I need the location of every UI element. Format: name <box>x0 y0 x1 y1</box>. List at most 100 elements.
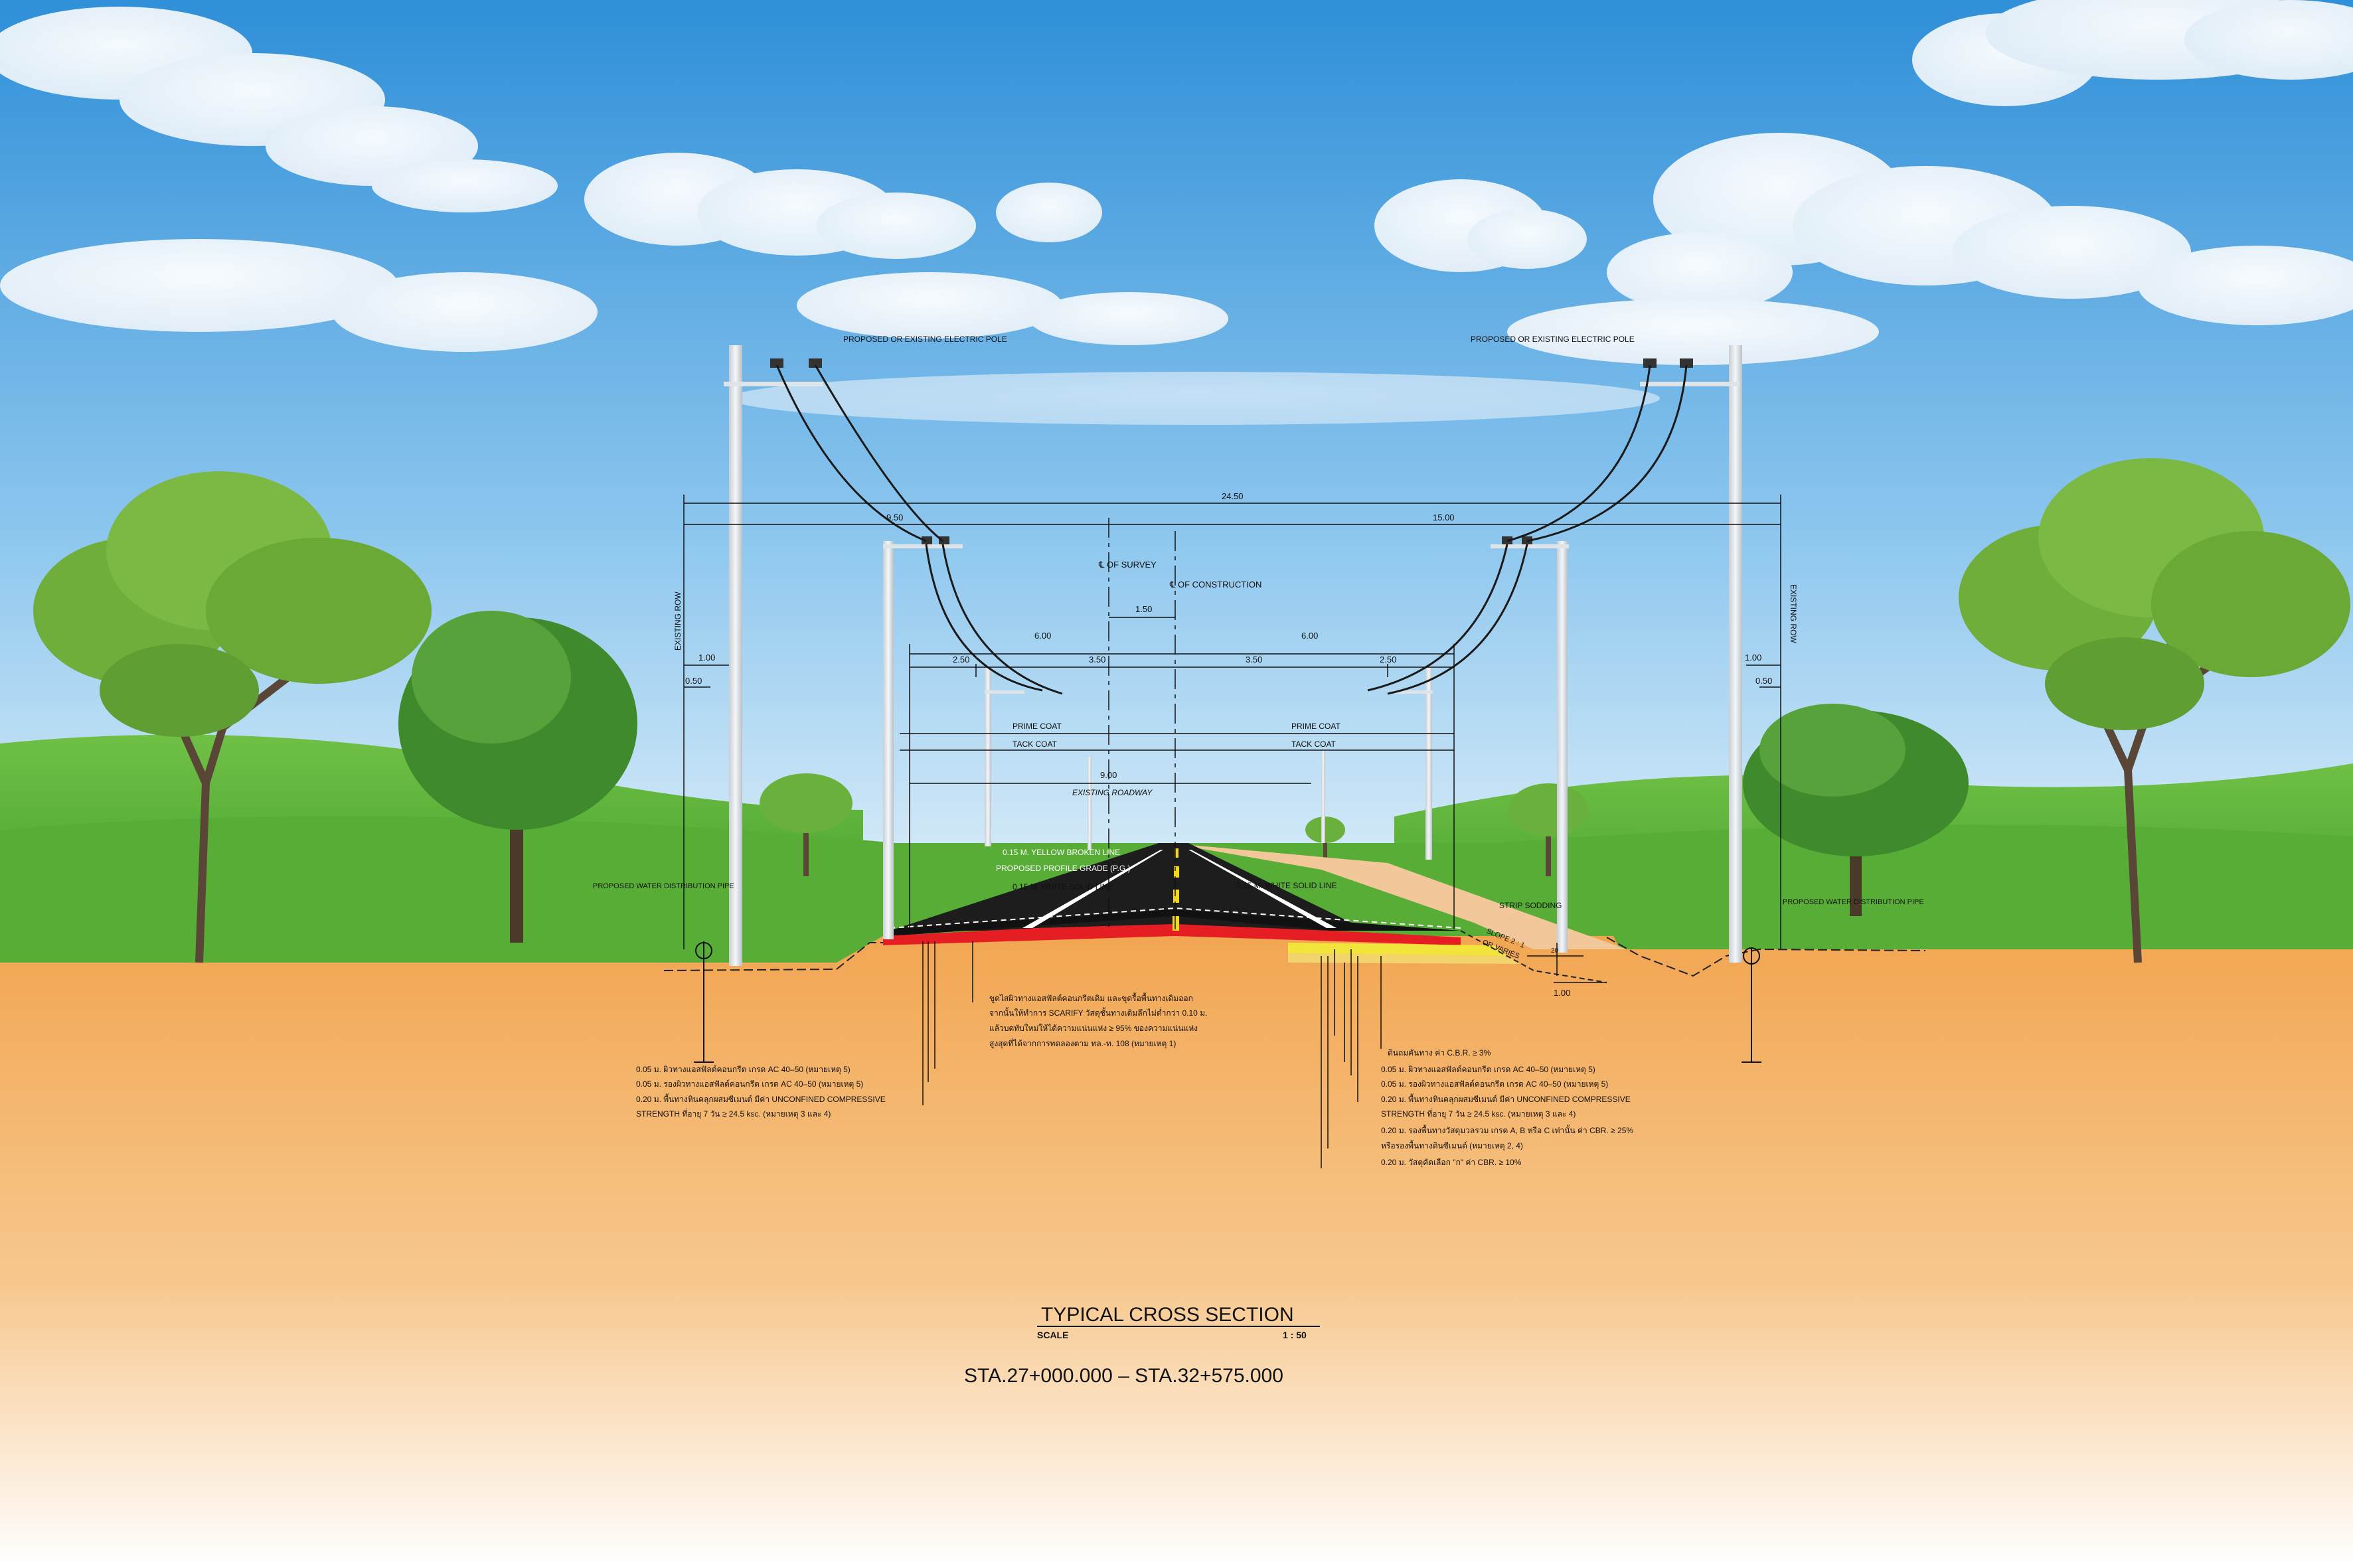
dim-lane-right: 3.50 <box>1246 655 1262 665</box>
cloud <box>584 153 976 259</box>
white-line-right <box>1188 850 1337 928</box>
dim-total-row: 24.50 <box>1222 491 1244 501</box>
asphalt-perspective <box>890 843 1368 931</box>
pole-left-main <box>729 345 742 966</box>
dim-row-left-a: 1.00 <box>698 653 715 663</box>
tree-right-round <box>1743 704 1969 916</box>
yellow-broken-line <box>1173 848 1179 931</box>
notes-right: ดินถมคันทาง ค่า C.B.R. ≥ 3% 0.05 ม. ผิวท… <box>1381 1048 1633 1168</box>
tree-right-small <box>1508 783 1588 876</box>
dimension-lines <box>683 495 1781 983</box>
tree-left-large <box>33 471 432 963</box>
profile-grade-line <box>889 907 1461 929</box>
white-line-left <box>1022 850 1163 928</box>
note-left-3: 0.20 ม. พื้นทางหินคลุกผสมซีเมนต์ มีค่า U… <box>636 1093 886 1105</box>
cloud <box>1607 133 2191 312</box>
prime-coat-left: PRIME COAT <box>1013 722 1062 731</box>
pole-left-distant <box>1088 757 1092 850</box>
note-right-2: 0.05 ม. ผิวทางแอสฟัลต์คอนกรีต เกรด AC 40… <box>1381 1065 1595 1075</box>
clouds <box>0 0 2353 425</box>
dim-lane-left: 3.50 <box>1089 655 1105 665</box>
dim-existing-width: 9.00 <box>1100 770 1117 780</box>
cloud <box>1912 0 2353 106</box>
construction-label: ℄ OF CONSTRUCTION <box>1169 580 1261 589</box>
embankment-right <box>1169 843 1627 949</box>
pole-right-secondary <box>1557 541 1568 953</box>
notes-center: ขูดไสผิวทางแอสฟัลต์คอนกรีตเดิม และขุดรื้… <box>989 992 1207 1049</box>
dim-shoulder-left: 2.50 <box>953 655 969 665</box>
cloud <box>730 372 1660 425</box>
annotations: PROPOSED OR EXISTING ELECTRIC POLE PROPO… <box>593 335 1924 998</box>
trees <box>33 458 2350 963</box>
note-left-2: 0.05 ม. รองผิวทางแอสฟัลต์คอนกรีต เกรด AC… <box>636 1079 863 1089</box>
water-pipes <box>694 941 1761 1063</box>
survey-label: ℄ OF SURVEY <box>1098 560 1157 570</box>
tack-coat-right: TACK COAT <box>1291 740 1337 749</box>
dim-right-half: 15.00 <box>1433 512 1455 522</box>
note-right-4: 0.20 ม. พื้นทางหินคลุกผสมซีเมนต์ มีค่า U… <box>1381 1093 1631 1105</box>
yellow-base-layer <box>1288 943 1507 956</box>
note-right-7: หรือรองพื้นทางดินซีเมนต์ (หมายเหตุ 2, 4) <box>1381 1140 1523 1151</box>
cloud <box>996 183 1102 242</box>
note-center-3: แล้วบดทับใหม่ให้ได้ความแน่นแห่ง ≥ 95% ขอ… <box>989 1024 1198 1033</box>
scale-label: SCALE <box>1037 1330 1068 1340</box>
power-wires <box>775 364 1688 695</box>
dim-left-half: 9.50 <box>886 512 903 522</box>
note-center-1: ขูดไสผิวทางแอสฟัลต์คอนกรีตเดิม และขุดรื้… <box>989 992 1193 1004</box>
dim-offset: 1.50 <box>1135 604 1152 614</box>
scale-value: 1 : 50 <box>1283 1330 1307 1340</box>
water-pipe-left-label: PROPOSED WATER DISTRIBUTION PIPE <box>593 882 734 890</box>
dim-shoulder-right: 2.50 <box>1380 655 1396 665</box>
existing-row-right: EXISTING ROW <box>1789 584 1798 643</box>
title-block: TYPICAL CROSS SECTION SCALE 1 : 50 STA.2… <box>964 1304 1320 1387</box>
existing-row-left: EXISTING ROW <box>673 591 683 651</box>
white-solid-right-label: 0.15 M. WHITE SOLID LINE <box>1236 881 1337 890</box>
ground <box>0 936 2353 1568</box>
dim-small-20: 20 <box>1551 947 1559 955</box>
tree-left-round <box>398 611 637 943</box>
prime-coat-right: PRIME COAT <box>1291 722 1340 731</box>
slope-line <box>1460 930 1607 983</box>
note-center-2: จากนั้นให้ทำการ SCARIFY วัสดุชั้นทางเดิม… <box>989 1007 1207 1018</box>
leader-lines <box>922 941 1382 1168</box>
tree-left-small <box>760 773 852 876</box>
pole-left-secondary <box>883 541 894 939</box>
notes-left: 0.05 ม. ผิวทางแอสฟัลต์คอนกรีต เกรด AC 40… <box>636 1065 886 1119</box>
subbase-layer <box>1288 953 1520 964</box>
note-right-5: STRENGTH ที่อายุ 7 วัน ≥ 24.5 ksc. (หมาย… <box>1381 1108 1576 1119</box>
existing-roadway-label: EXISTING ROADWAY <box>1072 788 1153 797</box>
note-right-3: 0.05 ม. รองผิวทางแอสฟัลต์คอนกรีต เกรด AC… <box>1381 1079 1608 1089</box>
note-right-8: 0.20 ม. วัสดุคัดเลือก "ก" ค่า CBR. ≥ 10% <box>1381 1158 1522 1168</box>
note-right-1: ดินถมคันทาง ค่า C.B.R. ≥ 3% <box>1388 1048 1491 1058</box>
dim-pave-left: 6.00 <box>1034 631 1051 641</box>
cloud <box>0 7 558 212</box>
note-center-4: สูงสุดที่ได้จากการทดลองตาม ทล.-ท. 108 (ห… <box>989 1038 1176 1049</box>
yellow-broken-label: 0.15 M. YELLOW BROKEN LINE <box>1003 848 1120 857</box>
pole-left-label: PROPOSED OR EXISTING ELECTRIC POLE <box>843 335 1007 344</box>
dim-row-right-a: 1.00 <box>1745 653 1761 663</box>
electric-poles <box>724 345 1742 966</box>
tack-coat-left: TACK COAT <box>1013 740 1058 749</box>
crossfall-right: 2.5% <box>1245 918 1261 926</box>
cloud <box>1374 179 1587 272</box>
pole-left-far <box>985 667 991 846</box>
water-pipe-right-label: PROPOSED WATER DISTRIBUTION PIPE <box>1783 898 1924 906</box>
dim-row-right-b: 0.50 <box>1755 676 1772 686</box>
cloud <box>797 272 1228 345</box>
pole-right-main <box>1729 345 1742 963</box>
strip-sodding-label: STRIP SODDING <box>1499 901 1562 910</box>
pole-right-far <box>1425 667 1432 860</box>
station-range: STA.27+000.000 – STA.32+575.000 <box>964 1365 1283 1387</box>
note-left-1: 0.05 ม. ผิวทางแอสฟัลต์คอนกรีต เกรด AC 40… <box>636 1065 851 1075</box>
dim-row-left-b: 0.50 <box>685 676 702 686</box>
tree-right-large <box>1959 458 2350 963</box>
pole-right-distant <box>1321 750 1325 843</box>
note-right-6: 0.20 ม. รองพื้นทางวัสดุมวลรวม เกรด A, B … <box>1381 1125 1633 1136</box>
dim-ditch: 1.00 <box>1554 988 1570 998</box>
cloud <box>1507 246 2353 365</box>
white-solid-left-label: 0.15 M. WHITE SOLID LINE <box>1013 882 1113 892</box>
ground-line <box>663 937 1926 977</box>
cloud <box>0 239 598 352</box>
profile-grade-label: PROPOSED PROFILE GRADE (P.G.) <box>996 864 1131 873</box>
